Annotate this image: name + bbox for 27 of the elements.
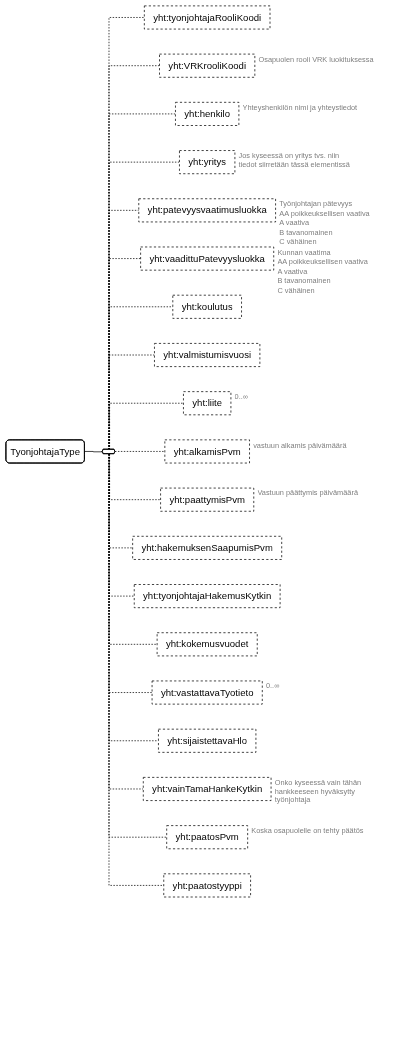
node-box: yht:vaadittuPatevyysluokka: [140, 246, 275, 271]
node-box: yht:henkilo: [175, 101, 240, 126]
connector: [108, 453, 168, 838]
node-box: yht:paatostyyppi: [163, 873, 251, 898]
node-box: yht:patevyysvaatimusluokka: [138, 198, 276, 223]
node-box: yht:paattymisPvm: [160, 487, 255, 512]
node-box: yht:hakemuksenSaapumisPvm: [132, 535, 283, 560]
node-box: yht:yritys: [179, 150, 236, 175]
node-box: yht:liite: [183, 391, 232, 416]
node-box: yht:VRKrooliKoodi: [159, 53, 256, 78]
connector: [84, 451, 103, 453]
node-box: yht:kokemusvuodet: [156, 632, 258, 657]
connector: [108, 453, 165, 886]
connector: [108, 113, 176, 450]
node-box: yht:valmistumisvuosi: [154, 343, 261, 367]
node-box: yht:vainTamaHankeKytkin: [142, 777, 272, 801]
node-box: yht:sijaistettavaHlo: [158, 728, 257, 753]
node-box: yht:paatosPvm: [166, 825, 249, 850]
node-box: yht:tyonjohtajaHakemusKytkin: [133, 584, 281, 609]
connector: [114, 451, 166, 453]
node-box: yht:vastattavaTyotieto: [151, 680, 263, 705]
connector: [108, 306, 174, 450]
connector: [109, 402, 184, 450]
connector: [108, 161, 180, 450]
node-box: yht:tyonjohtajaRooliKoodi: [143, 5, 271, 30]
node-box: yht:koulutus: [172, 294, 242, 319]
node-box: yht:alkamisPvm: [164, 439, 250, 464]
